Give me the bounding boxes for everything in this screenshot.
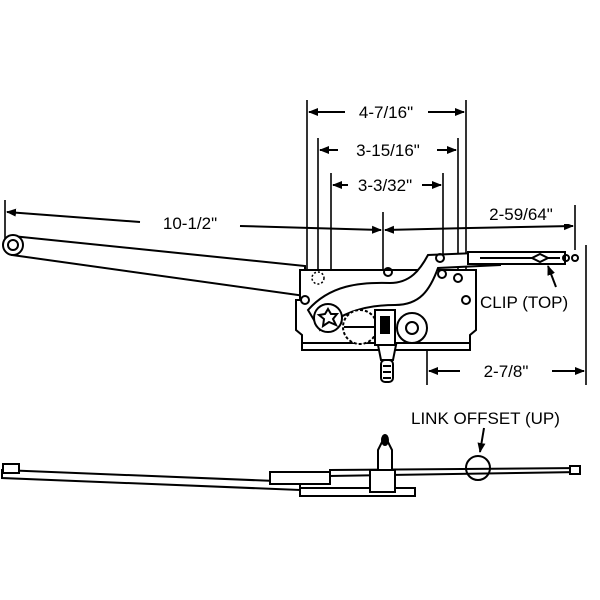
dimension-overall-width: 4-7/16" [308, 103, 465, 122]
link-offset-callout: LINK OFFSET (UP) [411, 409, 560, 453]
side-view [0, 434, 581, 497]
clip-callout: CLIP (TOP) [480, 265, 568, 312]
operator-body [295, 250, 579, 383]
dimension-inner-hole-spacing: 3-3/32" [332, 176, 442, 195]
dimension-mount-hole-spacing: 3-15/16" [319, 141, 457, 160]
clip-label: CLIP (TOP) [480, 293, 568, 312]
dimension-label: 3-15/16" [356, 141, 420, 160]
dimension-label: 2-7/8" [484, 362, 529, 381]
link-offset-label: LINK OFFSET (UP) [411, 409, 560, 428]
dimension-label: 3-3/32" [358, 176, 412, 195]
extension-lines [4, 100, 587, 385]
dimension-link-offset-distance: 2-7/8" [428, 362, 585, 381]
dimension-label: 2-59/64" [489, 205, 553, 224]
dimension-arm-length: 10-1/2" [6, 208, 382, 234]
dimension-label: 4-7/16" [359, 103, 413, 122]
dimension-link-length: 2-59/64" [384, 204, 574, 234]
operator-arm [2, 234, 306, 298]
dimension-label: 10-1/2" [163, 214, 217, 233]
clip-icon [529, 252, 551, 264]
